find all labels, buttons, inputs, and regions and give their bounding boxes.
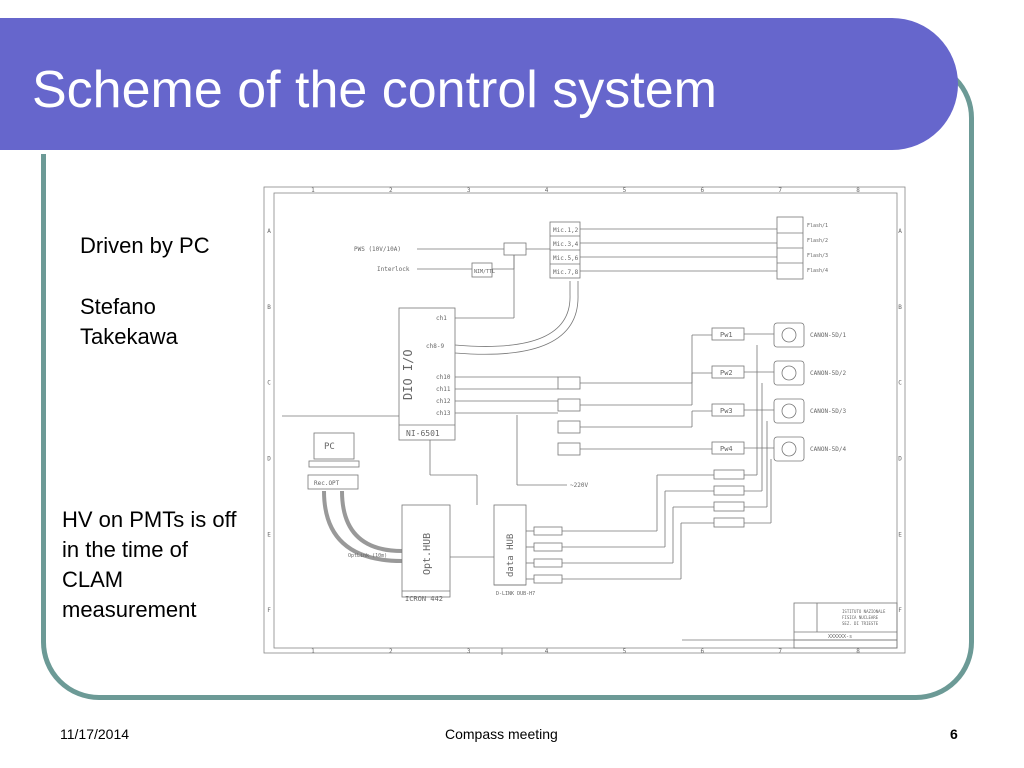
opt-link-label: OptLink (10m) xyxy=(348,553,387,559)
column-number-bottom-5: 5 xyxy=(623,648,627,655)
canon-4-label: CANON-5D/4 xyxy=(810,446,847,453)
canon-1-label: CANON-5D/1 xyxy=(810,332,847,339)
icron-label: ICRON 442 xyxy=(405,595,443,603)
row-letter-left-F: F xyxy=(267,607,271,614)
canon-2-label: CANON-5D/2 xyxy=(810,370,847,377)
row-letter-right-D: D xyxy=(898,455,902,462)
pw2-label: Pw2 xyxy=(720,369,733,377)
usb-box-2 xyxy=(713,485,745,496)
mic-1-label: Mic.1,2 xyxy=(553,227,579,234)
slide-number: 6 xyxy=(950,726,958,742)
column-number-top-2: 2 xyxy=(389,187,393,194)
dio-label: DIO I/O xyxy=(401,349,415,400)
author-text: Stefano Takekawa xyxy=(80,294,178,349)
column-number-bottom-2: 2 xyxy=(389,648,393,655)
row-letter-left-D: D xyxy=(267,455,271,462)
usb-box-3 xyxy=(713,501,745,512)
ch8-9-label: ch8-9 xyxy=(426,343,444,350)
dlink-label: D-LINK DUB-H7 xyxy=(496,591,535,597)
row-letter-left-A: A xyxy=(267,228,271,235)
column-number-top-6: 6 xyxy=(701,187,705,194)
ch10-label: ch10 xyxy=(436,374,451,381)
v220-label: ~220V xyxy=(570,482,588,489)
pw3-label: Pw3 xyxy=(720,407,733,415)
title-band: Scheme of the control system xyxy=(0,18,958,154)
opt-hub-label: Opt.HUB xyxy=(422,533,433,575)
ch11-label: ch11 xyxy=(436,386,451,393)
rec-opt-label: Rec.OPT xyxy=(314,480,340,487)
dio-model-label: NI-6501 xyxy=(406,429,440,438)
camera-4-icon xyxy=(773,436,805,462)
mic-3-label: Mic.5,6 xyxy=(553,255,579,262)
interlock-label: Interlock xyxy=(377,266,410,273)
mic-2-label: Mic.3,4 xyxy=(553,241,579,248)
camera-3-icon xyxy=(773,398,805,424)
column-number-top-7: 7 xyxy=(778,187,782,194)
row-letter-right-F: F xyxy=(898,607,902,614)
flash-1-label: Flash/1 xyxy=(807,223,828,229)
camera-1-icon xyxy=(773,322,805,348)
pws-label: PWS (10V/10A) xyxy=(354,246,401,253)
column-number-top-3: 3 xyxy=(467,187,471,194)
row-letter-left-E: E xyxy=(267,531,271,538)
nim-label: NIM/TTL xyxy=(474,269,495,275)
flash-2-label: Flash/2 xyxy=(807,238,828,244)
column-number-bottom-3: 3 xyxy=(467,648,471,655)
column-number-bottom-8: 8 xyxy=(856,648,860,655)
camera-2-icon xyxy=(773,360,805,386)
column-number-bottom-1: 1 xyxy=(311,648,315,655)
title-underline xyxy=(0,150,905,154)
mixer-box xyxy=(503,242,527,256)
column-number-bottom-4: 4 xyxy=(545,648,549,655)
title-block-line1: ISTITUTO NAZIONALE xyxy=(842,609,886,614)
row-letter-right-E: E xyxy=(898,531,902,538)
footer-center-text: Compass meeting xyxy=(445,726,558,742)
row-letters: A A B B C C D D E E F F xyxy=(267,228,902,614)
title-block xyxy=(793,602,898,649)
ch13-label: ch13 xyxy=(436,410,451,417)
dio-box xyxy=(398,307,456,441)
title-block-code: XXXXXX-s xyxy=(828,634,852,640)
column-numbers: 1 1 2 2 3 3 4 4 5 5 6 6 7 7 8 8 xyxy=(311,187,860,655)
footer-date: 11/17/2014 xyxy=(60,726,130,742)
pw4-label: Pw4 xyxy=(720,445,733,453)
rec-opt-box xyxy=(307,474,359,490)
hv-note-text: HV on PMTs is off in the time of CLAM me… xyxy=(62,507,237,622)
schematic-inner-border xyxy=(273,192,898,649)
row-letter-right-C: C xyxy=(898,380,902,387)
ch12-label: ch12 xyxy=(436,398,451,405)
usb-hub-label: data HUB xyxy=(506,534,516,577)
pw1-label: Pw1 xyxy=(720,331,733,339)
usb-box-1 xyxy=(713,469,745,480)
row-letter-right-A: A xyxy=(898,228,902,235)
column-number-bottom-6: 6 xyxy=(701,648,705,655)
pc-monitor-icon xyxy=(313,432,355,460)
mic-4-label: Mic.7,8 xyxy=(553,269,579,276)
row-letter-right-B: B xyxy=(898,304,902,311)
ch1-label: ch1 xyxy=(436,315,447,322)
schematic-outer-border xyxy=(263,186,906,654)
column-number-top-5: 5 xyxy=(623,187,627,194)
opt-hub-box xyxy=(401,504,451,598)
usb-box-4 xyxy=(713,517,745,528)
flash-4-label: Flash/4 xyxy=(807,268,828,274)
flash-3-label: Flash/3 xyxy=(807,253,828,259)
pc-label: PC xyxy=(324,442,335,452)
canon-3-label: CANON-5D/3 xyxy=(810,408,847,415)
column-number-top-4: 4 xyxy=(545,187,549,194)
slide-title: Scheme of the control system xyxy=(32,61,717,119)
driven-by-text: Driven by PC xyxy=(80,233,210,258)
column-number-bottom-7: 7 xyxy=(778,648,782,655)
nim-ttl-box xyxy=(471,262,493,278)
column-number-top-1: 1 xyxy=(311,187,315,194)
column-number-top-8: 8 xyxy=(856,187,860,194)
row-letter-left-B: B xyxy=(267,304,271,311)
title-block-line3: SEZ. DI TRIESTE xyxy=(842,621,879,626)
control-system-schematic: 1 1 2 2 3 3 4 4 5 5 6 6 7 7 8 8 A A B B C C D D E E F F xyxy=(263,186,906,655)
row-letter-left-C: C xyxy=(267,380,271,387)
title-block-line2: FISICA NUCLEARE xyxy=(842,615,879,620)
